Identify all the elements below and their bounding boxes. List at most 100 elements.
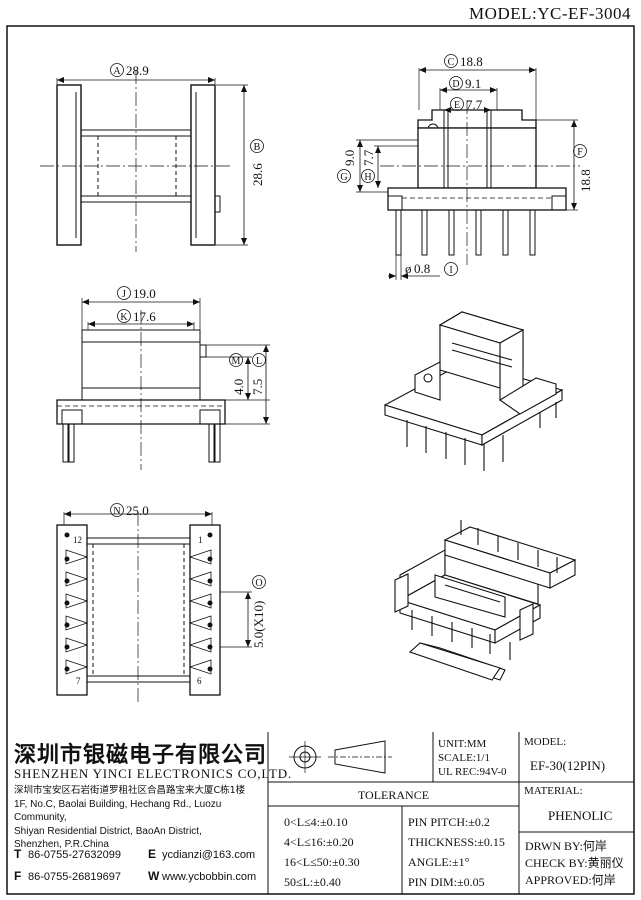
signoff-block: DRWN BY:何岸 CHECK BY:黄丽仪 APPROVED:何岸: [525, 838, 624, 889]
svg-text:1: 1: [198, 535, 203, 545]
fax-label: F: [14, 869, 22, 883]
web-address: www.ycbobbin.com: [162, 871, 257, 883]
svg-text:C: C: [448, 57, 455, 68]
svg-text:18.8: 18.8: [578, 169, 593, 192]
tolerance-ranges: 0<L≤4:±0.10 4<L≤16:±0.20 16<L≤50:±0.30 5…: [284, 812, 360, 892]
tel-number: 86-0755-27632099: [28, 849, 121, 861]
dim-N-label: N 25.0: [110, 503, 149, 518]
svg-text:7.7: 7.7: [466, 97, 483, 112]
approved-by: APPROVED:何岸: [525, 873, 616, 887]
svg-text:A: A: [113, 66, 121, 77]
svg-text:M: M: [232, 356, 241, 367]
top-view: [56, 298, 270, 470]
company-name-en: SHENZHEN YINCI ELECTRONICS CO,LTD.: [14, 766, 292, 781]
svg-text:18.8: 18.8: [460, 54, 483, 69]
svg-text:E: E: [454, 100, 460, 111]
tolerance-range-1: 0<L≤4:±0.10: [284, 815, 348, 829]
contact-fax: F 86-0755-26819697: [14, 869, 121, 883]
svg-text:B: B: [254, 142, 261, 153]
tel-label: T: [14, 847, 22, 861]
dim-L-label: L 7.5: [250, 353, 266, 395]
address-en-line-3: Shenzhen, P.R.China: [14, 839, 109, 850]
svg-text:0.8: 0.8: [414, 261, 430, 276]
dim-I-label: ø 0.8 I: [405, 261, 458, 276]
dim-A-label: A 28.9: [110, 63, 149, 78]
svg-text:F: F: [577, 147, 583, 158]
svg-text:L: L: [256, 356, 262, 367]
dim-G-label: G 9.0: [337, 150, 357, 183]
address-en-line-1: 1F, No.C, Baolai Building, Hechang Rd., …: [14, 798, 222, 824]
isometric-view-bottom: [394, 520, 577, 681]
checked-by: CHECK BY:黄丽仪: [525, 856, 624, 870]
company-name-cn: 深圳市银磁电子有限公司: [14, 743, 268, 768]
svg-text:28.9: 28.9: [126, 63, 149, 78]
web-label: W: [148, 869, 160, 883]
tolerance-specs: PIN PITCH:±0.2 THICKNESS:±0.15 ANGLE:±1°…: [408, 812, 505, 892]
address-cn: 深圳市宝安区石岩街道罗租社区合昌路宝来大厦C栋1楼: [14, 785, 246, 796]
svg-text:25.0: 25.0: [126, 503, 149, 518]
drawing-model-header: MODEL:YC-EF-3004: [469, 4, 631, 23]
pin-grid: [64, 532, 213, 675]
dim-D-label: D 9.1: [449, 76, 481, 91]
svg-text:7.7: 7.7: [361, 149, 376, 166]
svg-text:19.0: 19.0: [133, 286, 156, 301]
dim-C-label: C 18.8: [444, 54, 483, 69]
dim-H-label: H 7.7: [361, 149, 376, 183]
svg-text:H: H: [364, 172, 371, 183]
company-address: 深圳市宝安区石岩街道罗租社区合昌路宝来大厦C栋1楼 1F, No.C, Baol…: [14, 784, 266, 852]
svg-text:5.0(X10): 5.0(X10): [251, 601, 266, 648]
fax-number: 86-0755-26819697: [28, 871, 121, 883]
unit-text: UNIT:MM: [438, 738, 487, 750]
svg-text:7: 7: [76, 676, 81, 686]
address-en-line-2: Shiyan Residential District, BaoAn Distr…: [14, 825, 202, 837]
svg-text:N: N: [113, 506, 120, 517]
material-value: PHENOLIC: [548, 808, 613, 823]
svg-text:I: I: [449, 265, 452, 276]
svg-text:O: O: [255, 578, 262, 589]
unit-block: UNIT:MM SCALE:1/1 UL REC:94V-0: [438, 737, 507, 779]
tolerance-range-4: 50≤L:±0.40: [284, 875, 341, 889]
model-block-label: MODEL:: [524, 736, 567, 748]
dim-E-label: E 7.7: [450, 97, 483, 112]
dim-B-label: B 28.6: [250, 139, 265, 186]
material-label: MATERIAL:: [524, 785, 583, 797]
svg-text:9.0: 9.0: [342, 150, 357, 166]
dim-M-label: M 4.0: [229, 353, 246, 395]
tolerance-title: TOLERANCE: [357, 788, 430, 802]
svg-text:17.6: 17.6: [133, 309, 156, 324]
dim-O-label: O 5.0(X10): [251, 575, 266, 648]
tolerance-spec-4: PIN DIM:±0.05: [408, 875, 485, 889]
svg-text:4.0: 4.0: [231, 379, 246, 395]
contact-tel: T 86-0755-27632099: [14, 847, 121, 861]
svg-text:6: 6: [197, 676, 202, 686]
tolerance-range-3: 16<L≤50:±0.30: [284, 855, 360, 869]
drawn-by: DRWN BY:何岸: [525, 839, 607, 853]
tolerance-range-2: 4<L≤16:±0.20: [284, 835, 354, 849]
tolerance-spec-2: THICKNESS:±0.15: [408, 835, 505, 849]
isometric-view-top: [383, 311, 564, 471]
ul-text: UL REC:94V-0: [438, 766, 507, 778]
email-label: E: [148, 847, 157, 861]
sheet-border: [6, 25, 635, 895]
front-view: [40, 70, 248, 252]
bottom-view: [56, 511, 252, 705]
svg-text:G: G: [340, 172, 347, 183]
email-address: ycdianzi@163.com: [162, 849, 256, 861]
tolerance-spec-1: PIN PITCH:±0.2: [408, 815, 490, 829]
svg-text:K: K: [120, 312, 128, 323]
side-view: [356, 67, 580, 280]
scale-text: SCALE:1/1: [438, 752, 490, 764]
svg-text:ø: ø: [405, 261, 412, 276]
model-block-value: EF-30(12PIN): [530, 758, 606, 773]
tolerance-spec-3: ANGLE:±1°: [408, 855, 470, 869]
svg-text:28.6: 28.6: [250, 163, 265, 186]
svg-text:9.1: 9.1: [465, 76, 481, 91]
dim-J-label: J 19.0: [117, 286, 156, 301]
dim-K-label: K 17.6: [117, 309, 156, 324]
svg-text:12: 12: [73, 535, 82, 545]
svg-text:D: D: [452, 79, 459, 90]
dim-F-label: F 18.8: [573, 144, 593, 192]
